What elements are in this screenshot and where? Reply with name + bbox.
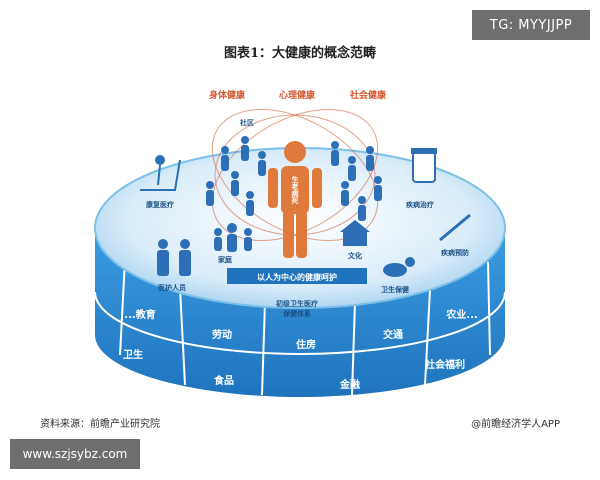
- primary-system-line1: 初级卫生医疗: [276, 299, 318, 308]
- person-icon: [374, 176, 382, 201]
- pill-bottle-icon: [411, 148, 437, 183]
- person-icon: [244, 228, 252, 251]
- segment-education: ...教育: [124, 308, 155, 321]
- label-mental-health: 心理健康: [279, 89, 316, 101]
- segment-labor: 劳动: [212, 328, 232, 341]
- person-icon: [241, 136, 249, 161]
- center-banner-text: 以人为中心的健康呵护: [257, 272, 337, 282]
- segment-food: 食品: [213, 374, 234, 387]
- label-health-guard: 卫生保健: [381, 285, 410, 294]
- label-disease-treatment: 疾病治疗: [406, 200, 434, 209]
- medical-staff-icon: [157, 239, 191, 276]
- label-disease-prevention: 疾病预防: [441, 248, 469, 257]
- people-crowd: [206, 136, 382, 252]
- url-tag: www.szjsybz.com: [10, 439, 140, 469]
- segment-agriculture: 农业...: [445, 308, 477, 321]
- syringe-icon: [439, 213, 471, 242]
- source-note: 资料来源：前瞻产业研究院: [40, 419, 160, 430]
- center-person-icon: [268, 141, 322, 258]
- culture-building-icon: [340, 220, 370, 246]
- person-icon: [246, 191, 254, 216]
- rehab-icon: [140, 155, 181, 191]
- watermark-tag: TG: MYYJJPP: [472, 10, 590, 40]
- label-home: 家庭: [218, 255, 233, 264]
- segment-housing: 住房: [296, 338, 316, 351]
- segment-transport: 交通: [383, 328, 403, 341]
- page-title: 图表1：大健康的概念范畴: [223, 46, 377, 61]
- person-icon: [214, 228, 222, 251]
- label-rehab: 康复医疗: [146, 200, 174, 209]
- credit-note: @前瞻经济学人APP: [471, 419, 560, 430]
- person-icon: [231, 171, 239, 196]
- person-icon: [227, 223, 237, 252]
- segment-welfare: 社会福利: [424, 358, 465, 371]
- label-community: 社区: [239, 118, 254, 127]
- center-banner: [227, 268, 367, 284]
- person-icon: [221, 146, 229, 171]
- label-medical-staff: 医护人员: [158, 283, 186, 292]
- segment-finance: 金融: [339, 378, 360, 391]
- label-culture: 文化: [348, 251, 362, 260]
- person-icon: [366, 146, 374, 171]
- person-icon: [258, 151, 266, 176]
- label-physical-health: 身体健康: [209, 89, 246, 101]
- person-icon: [206, 181, 214, 206]
- primary-system-line2: 保健体系: [282, 309, 311, 318]
- band-dividers: [94, 259, 506, 396]
- orbits: [211, 108, 379, 242]
- health-care-icon: [383, 257, 415, 277]
- segment-sanitation: 卫生: [123, 348, 143, 361]
- person-icon: [358, 196, 366, 221]
- center-figure-text: 生老病死: [291, 175, 300, 205]
- label-social-health: 社会健康: [349, 89, 387, 101]
- person-icon: [331, 141, 339, 166]
- person-icon: [348, 156, 356, 181]
- person-icon: [341, 181, 349, 206]
